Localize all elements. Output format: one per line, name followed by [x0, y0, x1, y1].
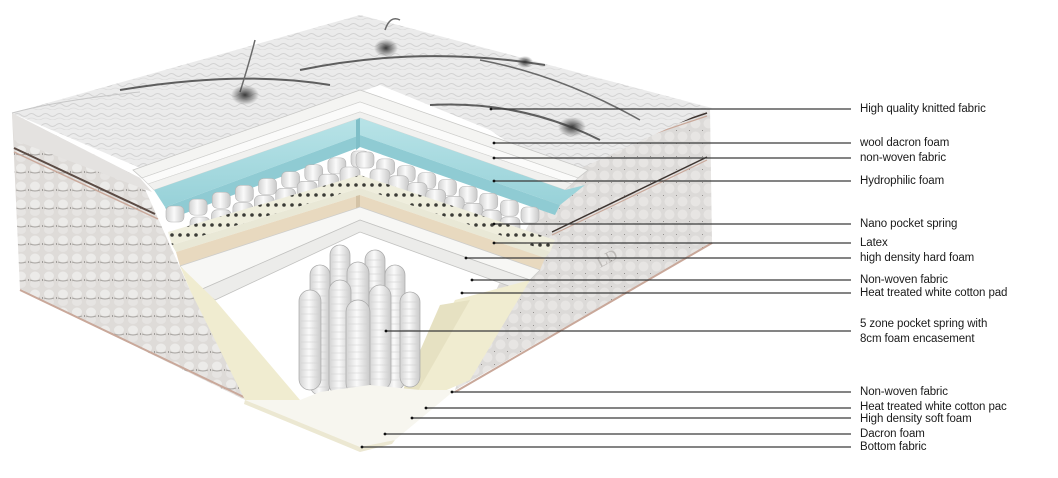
right-side-panel: LD — [454, 108, 713, 393]
label-dacron-foam: Dacron foam — [860, 428, 925, 440]
hard-foam-layer — [176, 195, 545, 270]
leader-dot — [492, 241, 496, 245]
label-nano-pocket-spring: Nano pocket spring — [860, 218, 958, 230]
leader-dot — [450, 390, 454, 394]
leader-dot — [470, 278, 474, 282]
label-foam-encasement: 8cm foam encasement — [860, 333, 975, 345]
leader-dot — [489, 107, 493, 111]
label-non-woven-fabric-mid: Non-woven fabric — [860, 274, 948, 286]
leader-dot — [492, 222, 496, 226]
label-high-density-soft-foam: High density soft foam — [860, 413, 972, 425]
label-high-density-hard-foam: high density hard foam — [860, 252, 975, 264]
label-hydrophilic-foam: Hydrophilic foam — [860, 175, 945, 187]
leader-dot — [384, 329, 388, 333]
leader-dot — [464, 256, 468, 260]
label-non-woven-fabric-top: non-woven fabric — [860, 152, 946, 164]
leader-dot — [383, 432, 387, 436]
leader-dot — [492, 179, 496, 183]
quilted-top — [11, 15, 712, 178]
label-5-zone-pocket-spring: 5 zone pocket spring with — [860, 318, 988, 330]
latex-layer — [168, 175, 555, 258]
label-non-woven-fabric-bottom: Non-woven fabric — [860, 386, 948, 398]
label-wool-dacron-foam: wool dacron foam — [860, 137, 950, 149]
leader-lines — [360, 107, 851, 449]
leader-dot — [424, 406, 428, 410]
leader-dot — [492, 156, 496, 160]
label-cotton-pad-bottom: Heat treated white cotton pac — [860, 401, 1007, 413]
label-latex: Latex — [860, 237, 888, 249]
left-side-panel — [12, 113, 251, 401]
leader-dot — [410, 416, 414, 420]
label-bottom-fabric: Bottom fabric — [860, 441, 927, 453]
leader-dot — [360, 445, 364, 449]
label-cotton-pad-mid: Heat treated white cotton pad — [860, 287, 1008, 299]
label-knitted-fabric: High quality knitted fabric — [860, 103, 986, 115]
five-zone-pocket-springs — [298, 244, 421, 398]
leader-dot — [492, 141, 496, 145]
leader-dot — [460, 291, 464, 295]
cutaway-comfort-layers — [132, 89, 589, 219]
